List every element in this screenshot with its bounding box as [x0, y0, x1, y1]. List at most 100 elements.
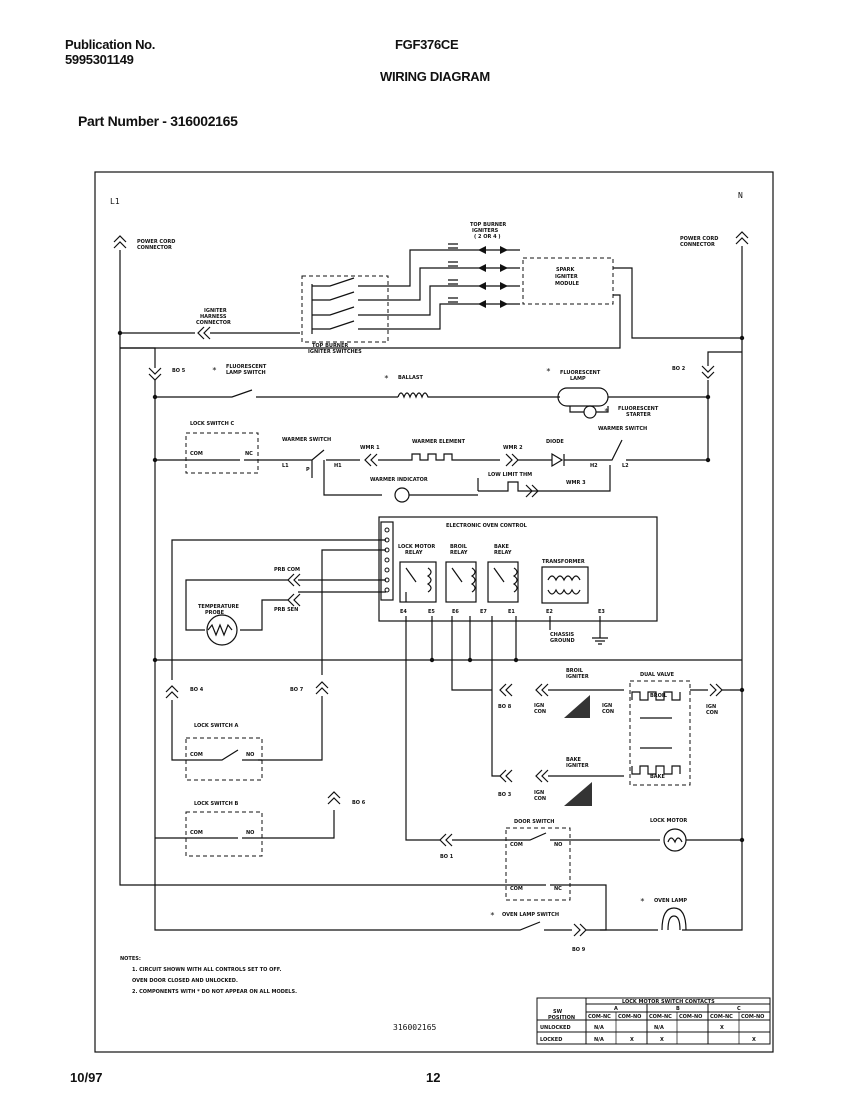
publication-label: Publication No.	[65, 37, 156, 52]
ballast-label: BALLAST	[398, 375, 424, 381]
svg-text:COM-NO: COM-NO	[618, 1014, 641, 1020]
bo4-plug-icon	[165, 685, 179, 699]
warmer-indicator-icon	[394, 487, 410, 503]
svg-text:X: X	[752, 1037, 756, 1043]
bo2-label: BO 2	[672, 366, 686, 372]
svg-text:BO 1: BO 1	[440, 854, 454, 860]
bo5-plug-icon	[148, 367, 162, 381]
svg-text:H1: H1	[334, 463, 342, 469]
svg-text:*: *	[546, 367, 551, 376]
svg-text:UNLOCKED: UNLOCKED	[540, 1025, 571, 1031]
svg-text:BO 3: BO 3	[498, 792, 512, 798]
svg-text:BAKE: BAKE	[650, 774, 666, 780]
transformer-label: TRANSFORMER	[542, 559, 585, 565]
svg-text:BO 9: BO 9	[572, 947, 586, 953]
lock-switch-a-contact	[186, 749, 262, 761]
bo1-plug-icon	[439, 833, 453, 847]
door-switch-box	[505, 827, 571, 901]
svg-text:COM-NO: COM-NO	[741, 1014, 764, 1020]
svg-text:WMR 2: WMR 2	[503, 445, 523, 451]
oven-control-label: ELECTRONIC OVEN CONTROL	[446, 523, 528, 529]
svg-text:PRB SEN: PRB SEN	[274, 607, 298, 613]
diagram-border	[94, 171, 774, 1053]
svg-text:E3: E3	[598, 609, 605, 615]
spark-module-box	[522, 257, 614, 305]
svg-text:BO 7: BO 7	[290, 687, 304, 693]
wmr1-plug-icon	[364, 453, 378, 467]
fluorescent-switch	[155, 389, 398, 398]
warmer-element-label: WARMER ELEMENT	[412, 439, 466, 445]
svg-text:*: *	[640, 897, 645, 906]
svg-text:LOCK MOTOR SWITCH CONTACTS: LOCK MOTOR SWITCH CONTACTS	[622, 999, 715, 1005]
svg-text:COM: COM	[190, 451, 203, 457]
bo9-plug-icon	[573, 923, 587, 937]
control-connector	[380, 521, 394, 601]
bo2-plug-icon	[701, 365, 715, 379]
notes-title: NOTES:	[120, 956, 141, 962]
svg-text:COM-NC: COM-NC	[588, 1014, 611, 1020]
n-rail	[682, 246, 743, 931]
section-title: WIRING DIAGRAM	[380, 69, 490, 84]
svg-text:E2: E2	[546, 609, 553, 615]
note-1: 1. CIRCUIT SHOWN WITH ALL CONTROLS SET T…	[132, 967, 281, 973]
temperature-probe-icon	[206, 614, 238, 646]
star-flsw: *	[212, 366, 217, 375]
diagram-number: 316002165	[393, 1023, 437, 1032]
oven-lamp-switch-label: OVEN LAMP SWITCH	[502, 912, 559, 918]
svg-text:*: *	[604, 407, 609, 416]
svg-text:NO: NO	[554, 842, 562, 848]
transformer-icon	[541, 566, 589, 604]
oven-control-box	[378, 516, 658, 622]
oven-lamp-label: OVEN LAMP	[654, 898, 687, 904]
svg-text:A: A	[614, 1006, 618, 1012]
broil-valve-coil	[631, 691, 681, 701]
lock-switch-c-box	[185, 432, 259, 474]
dual-valve-label: DUAL VALVE	[640, 672, 675, 678]
diode-symbol	[518, 452, 592, 468]
n-label: N	[738, 191, 743, 200]
low-limit-label: LOW LIMIT THM	[488, 472, 532, 478]
diode-label: DIODE	[546, 439, 564, 445]
dual-valve-box	[629, 680, 691, 786]
publication-number: 5995301149	[65, 52, 134, 67]
svg-text:E4: E4	[400, 609, 407, 615]
svg-text:E7: E7	[480, 609, 487, 615]
svg-text:COM: COM	[510, 842, 523, 848]
svg-text:X: X	[660, 1037, 664, 1043]
svg-text:PRB COM: PRB COM	[274, 567, 300, 573]
svg-text:NC: NC	[245, 451, 253, 457]
svg-text:WMR 3: WMR 3	[566, 480, 586, 486]
svg-text:COM: COM	[190, 752, 203, 758]
low-limit-thermostat	[478, 481, 562, 492]
l1-label: L1	[110, 197, 120, 206]
warmer-switch	[300, 449, 360, 461]
bo7-plug-icon	[315, 681, 329, 695]
svg-text:COM-NO: COM-NO	[679, 1014, 702, 1020]
fluorescent-lamp-tube	[557, 387, 609, 407]
svg-text:B: B	[676, 1006, 680, 1012]
l1-rail	[119, 250, 505, 886]
lock-motor-label: LOCK MOTOR	[650, 818, 687, 824]
svg-text:COM-NC: COM-NC	[649, 1014, 672, 1020]
bake-igniter-icon	[564, 782, 592, 806]
svg-text:COM: COM	[510, 886, 523, 892]
valve-plug-icon	[709, 683, 723, 697]
svg-text:LOCKED: LOCKED	[540, 1037, 562, 1043]
svg-text:NO: NO	[246, 752, 254, 758]
